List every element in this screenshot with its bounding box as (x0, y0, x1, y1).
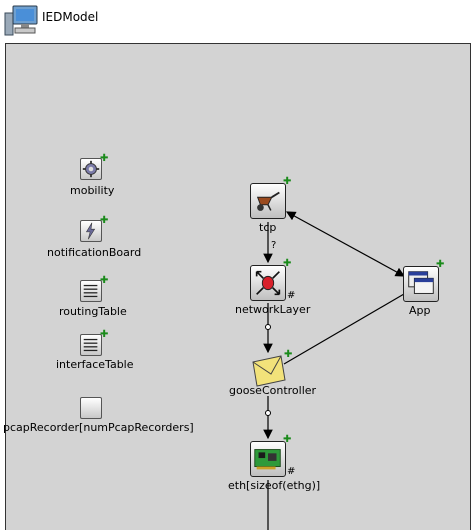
table-icon (80, 334, 102, 356)
mobility-label: mobility (70, 184, 115, 197)
app-label: App (409, 304, 431, 317)
plus-icon: ✚ (283, 434, 292, 445)
notification-board-label: notificationBoard (47, 246, 142, 259)
interface-table-label: interfaceTable (56, 358, 134, 371)
wheelbarrow-icon (250, 183, 286, 219)
network-canvas[interactable] (5, 43, 471, 530)
gate-marker: ? (271, 240, 277, 251)
eth-label: eth[sizeof(ethg)] (228, 479, 321, 492)
plus-icon: ✚ (100, 275, 109, 286)
plus-icon: ✚ (100, 329, 109, 340)
plus-icon: ✚ (100, 215, 109, 226)
table-icon (80, 280, 102, 302)
gate-marker: # (287, 466, 296, 477)
pcap-recorder-label: pcapRecorder[numPcapRecorders] (3, 421, 194, 434)
tcp-label: tcp (259, 221, 277, 234)
plus-icon: ✚ (283, 176, 292, 187)
network-card-icon (250, 441, 286, 477)
goose-controller-label: gooseController (229, 384, 317, 397)
network-layer-label: networkLayer (235, 303, 311, 316)
plus-icon: ✚ (283, 258, 292, 269)
envelope-icon (252, 355, 286, 387)
window-title: IEDModel (42, 10, 99, 24)
window-titlebar: IEDModel (0, 0, 474, 40)
module-goose-controller[interactable]: ✚ (251, 350, 292, 392)
router-icon (250, 265, 286, 301)
gear-icon (80, 158, 102, 180)
plus-icon: ✚ (100, 153, 109, 164)
plus-icon: ✚ (436, 259, 445, 270)
computer-icon (4, 5, 38, 36)
windows-icon (403, 266, 439, 302)
gate-marker: # (287, 290, 296, 301)
lightning-icon (80, 220, 102, 242)
plus-icon: ✚ (284, 349, 293, 360)
routing-table-label: routingTable (59, 305, 127, 318)
blank-box-icon (80, 397, 102, 419)
